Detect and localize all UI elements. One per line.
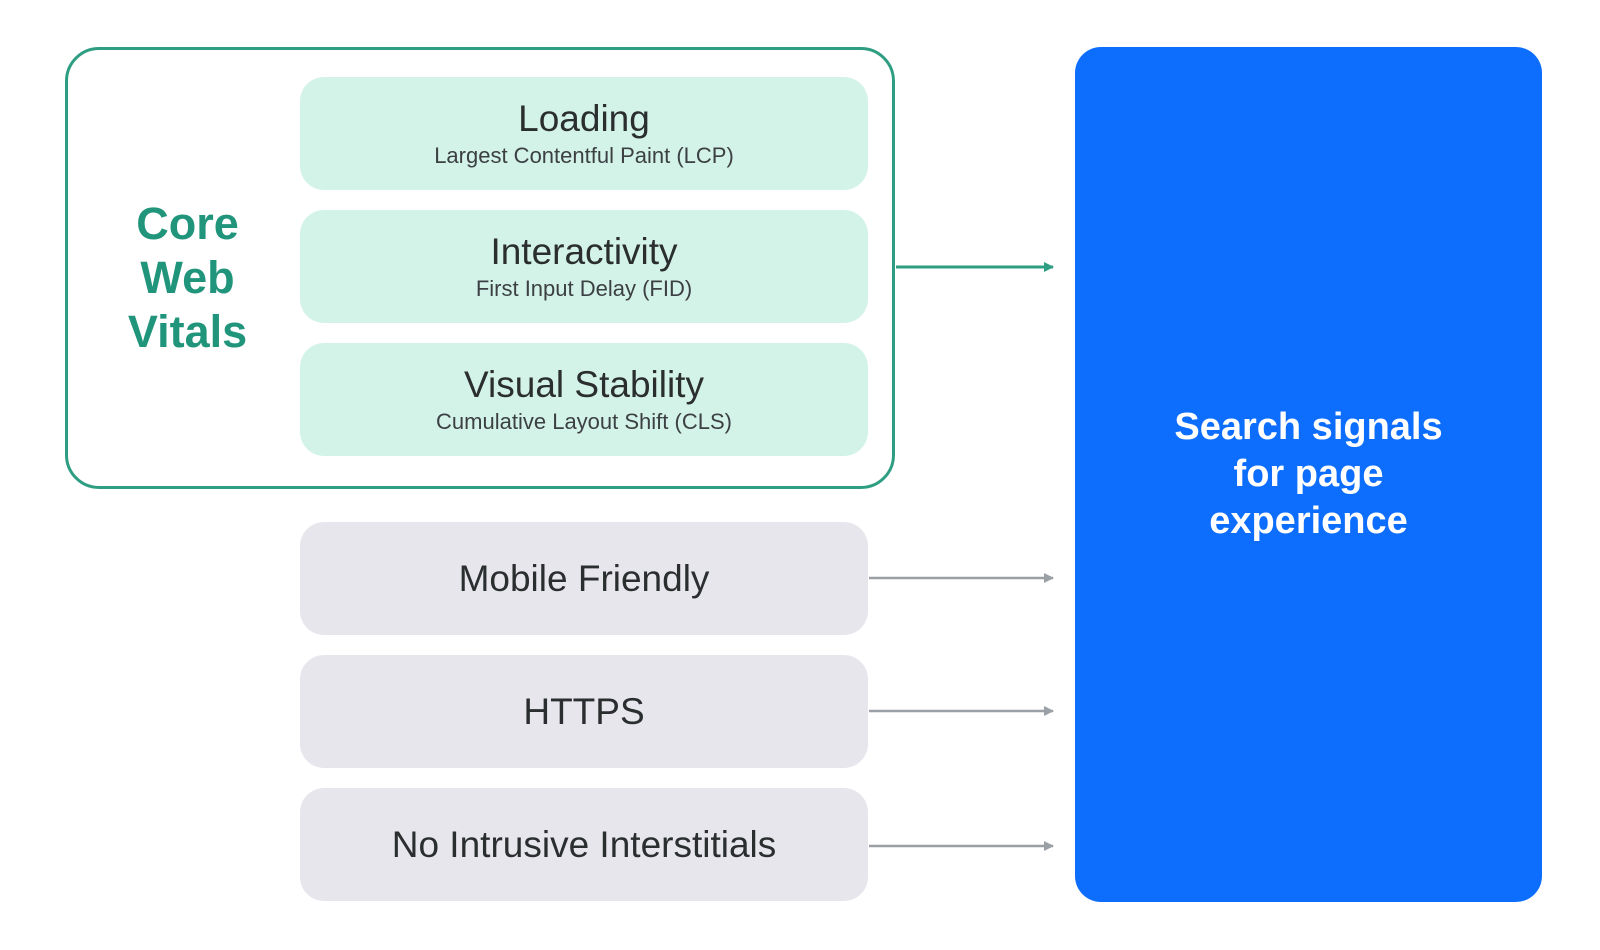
- signal-label: No Intrusive Interstitials: [391, 823, 777, 865]
- signal-https: HTTPS: [300, 655, 868, 768]
- signal-mobile-friendly: Mobile Friendly: [300, 522, 868, 635]
- search-signals-box: Search signals for page experience: [1075, 47, 1542, 902]
- search-signals-label: Search signals for page experience: [1174, 406, 1443, 542]
- metric-subtitle: First Input Delay (FID): [475, 275, 693, 301]
- core-web-vitals-title: Core Web Vitals: [100, 197, 275, 359]
- metric-title: Visual Stability: [464, 363, 704, 405]
- metric-title: Interactivity: [490, 230, 678, 272]
- core-web-vitals-title-line: Vitals: [127, 306, 248, 357]
- core-web-vitals-title-line: Core: [136, 198, 239, 249]
- metric-subtitle: Largest Contentful Paint (LCP): [434, 142, 734, 168]
- core-web-vitals-title-line: Web: [140, 252, 235, 303]
- metric-subtitle: Cumulative Layout Shift (CLS): [436, 408, 732, 434]
- signal-no-intrusive-interstitials: No Intrusive Interstitials: [300, 788, 868, 901]
- metric-visual-stability: Visual Stability Cumulative Layout Shift…: [300, 343, 868, 456]
- signal-label: Mobile Friendly: [458, 557, 710, 599]
- metric-title: Loading: [518, 97, 650, 139]
- metric-loading: Loading Largest Contentful Paint (LCP): [300, 77, 868, 190]
- metric-interactivity: Interactivity First Input Delay (FID): [300, 210, 868, 323]
- signal-label: HTTPS: [523, 690, 645, 732]
